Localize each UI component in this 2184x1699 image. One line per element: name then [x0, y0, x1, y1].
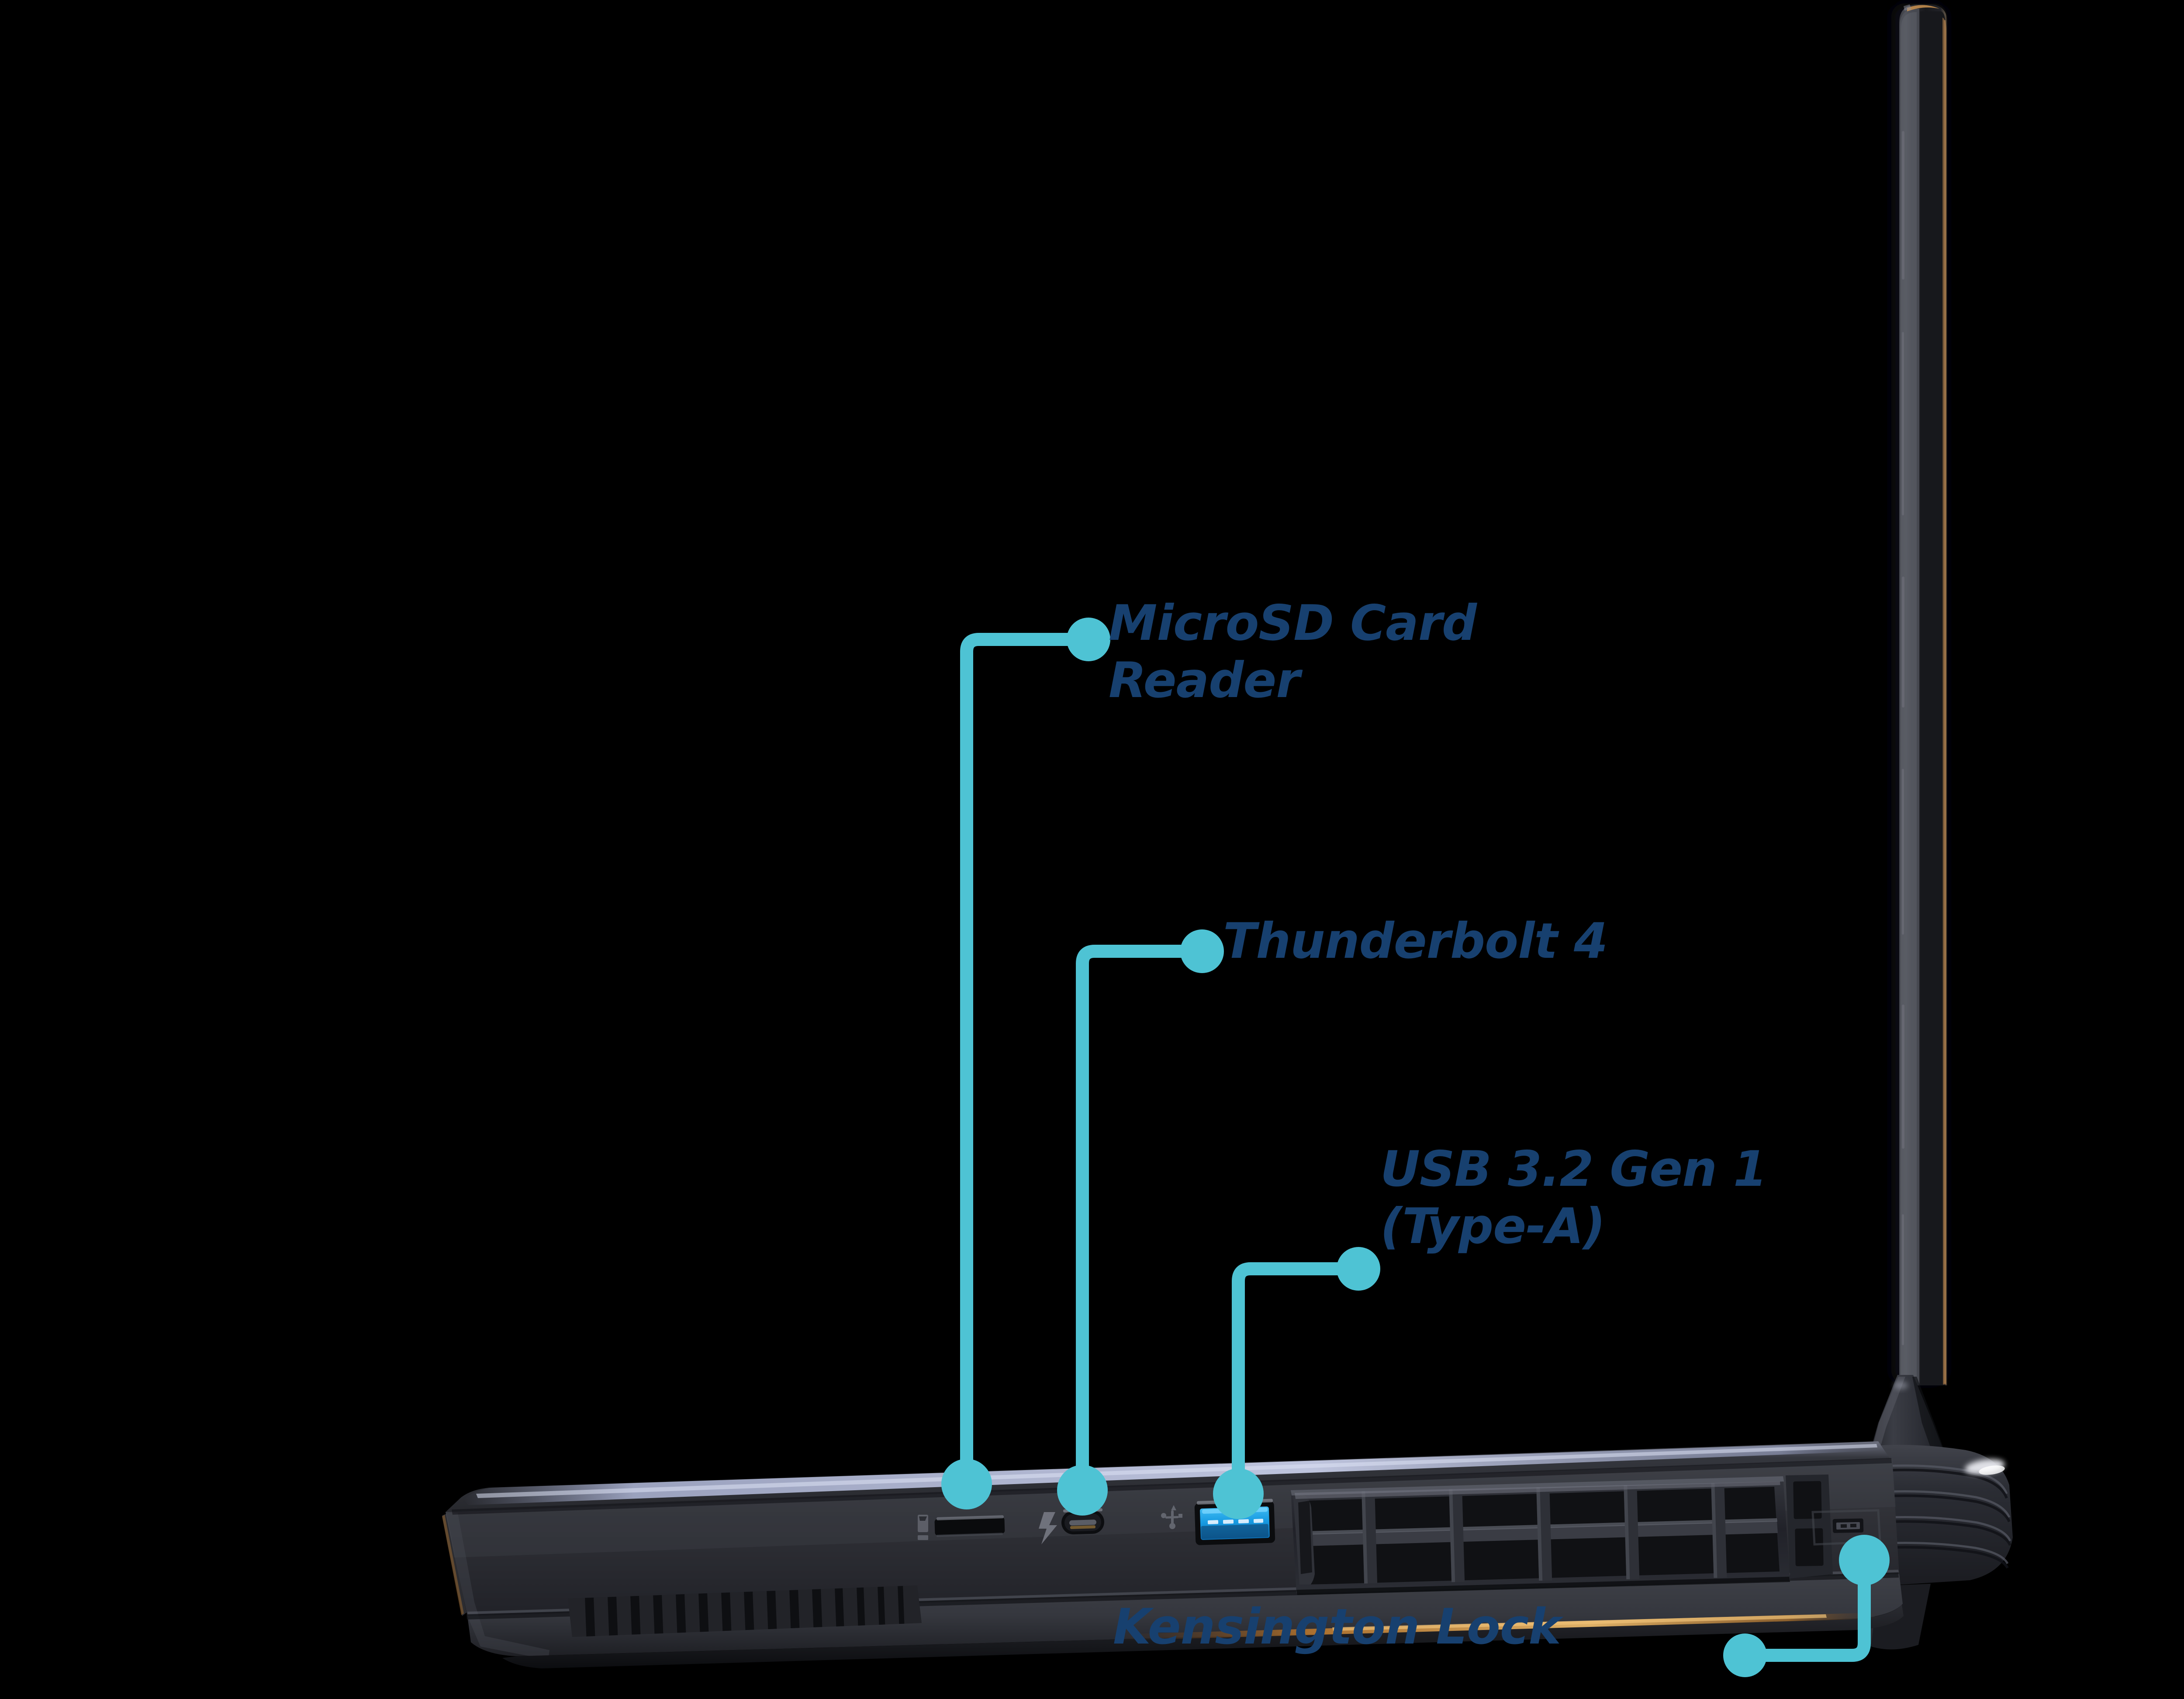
- leader-dot-usb-port: [1213, 1468, 1264, 1519]
- laptop-screen-lid: [1891, 3, 1947, 1385]
- leader-dot-kensington-label: [1723, 1633, 1767, 1677]
- callout-leaders: [960, 633, 1871, 1662]
- leader-line-usb: [1232, 1262, 1365, 1500]
- rear-exhaust-vent: [1291, 1475, 1833, 1595]
- callout-label-kensington-lock: Kensington Lock: [1113, 1599, 1561, 1655]
- leader-dot-thunderbolt-label: [1180, 929, 1224, 973]
- callout-dots: [941, 618, 1890, 1677]
- callout-label-thunderbolt-4: Thunderbolt 4: [1223, 913, 1608, 970]
- leader-dot-usb-label: [1337, 1247, 1380, 1291]
- leader-dot-thunderbolt-port: [1057, 1465, 1108, 1516]
- leader-dot-kensington-port: [1839, 1535, 1890, 1585]
- leader-dot-microsd-label: [1067, 618, 1110, 661]
- usb-c-thunderbolt-port: [1039, 1508, 1104, 1544]
- callout-label-microsd-card-reader: MicroSD Card Reader: [1109, 595, 1477, 709]
- leader-line-thunderbolt: [1076, 945, 1209, 1497]
- microsd-slot: [918, 1515, 1005, 1540]
- callout-label-usb-32-gen-1-type-a: USB 3.2 Gen 1 (Type-A): [1380, 1141, 1767, 1255]
- leader-line-microsd: [960, 633, 1095, 1491]
- leader-dot-microsd-port: [941, 1459, 992, 1509]
- leader-line-kensington: [1738, 1554, 1871, 1662]
